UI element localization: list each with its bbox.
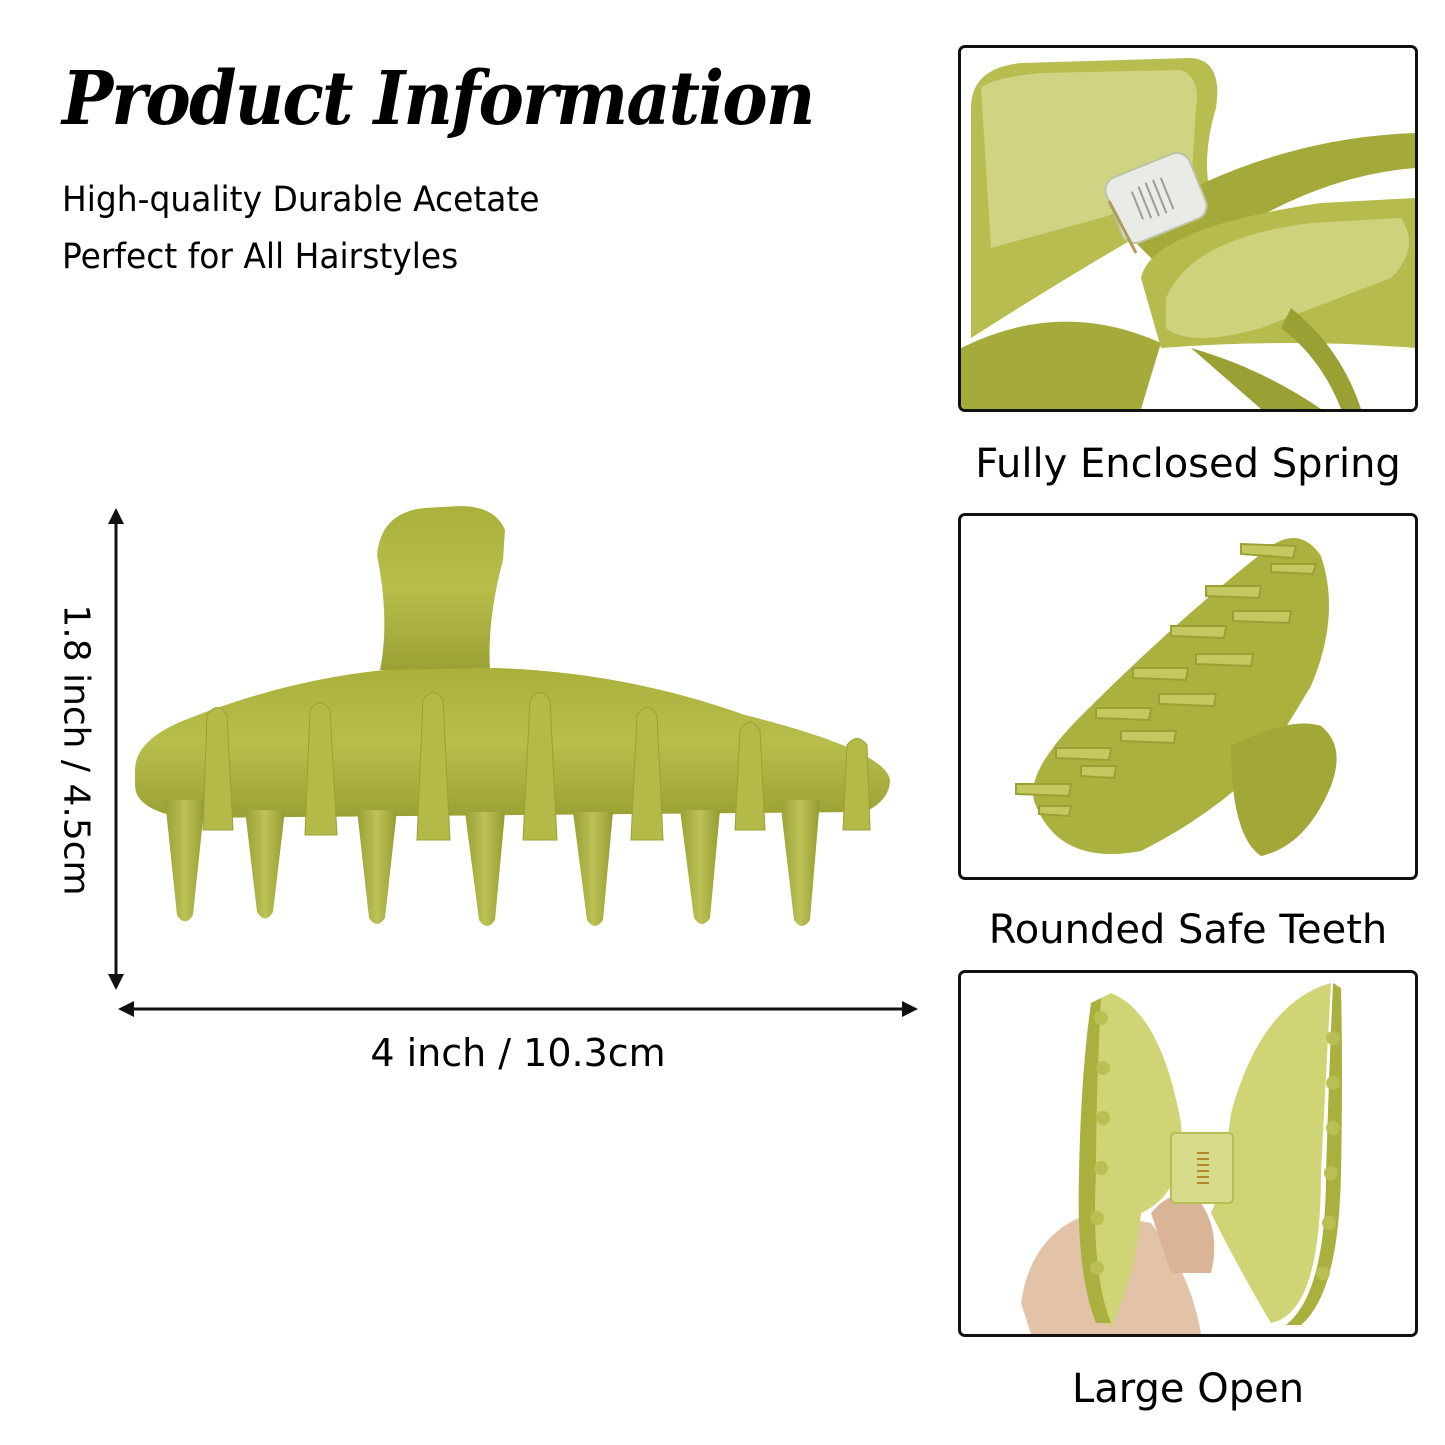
height-dimension-label-wrap: 1.8 inch / 4.5cm <box>55 580 97 920</box>
feature-line-material: High-quality Durable Acetate <box>62 180 540 220</box>
feature-caption-large-open: Large Open <box>1071 1366 1305 1412</box>
main-claw-clip-image <box>125 500 905 960</box>
height-dimension-arrow <box>105 508 127 990</box>
feature-caption-spring: Fully Enclosed Spring <box>975 441 1401 487</box>
feature-line-hairstyles: Perfect for All Hairstyles <box>62 237 459 277</box>
page-title: Product Information <box>62 56 815 142</box>
feature-image-spring <box>958 45 1418 412</box>
height-dimension-label: 1.8 inch / 4.5cm <box>55 604 97 896</box>
feature-caption-teeth: Rounded Safe Teeth <box>988 907 1388 953</box>
width-dimension-arrow <box>118 997 918 1021</box>
width-dimension-label: 4 inch / 10.3cm <box>370 1031 666 1075</box>
feature-image-teeth <box>958 513 1418 880</box>
feature-image-large-open <box>958 970 1418 1337</box>
